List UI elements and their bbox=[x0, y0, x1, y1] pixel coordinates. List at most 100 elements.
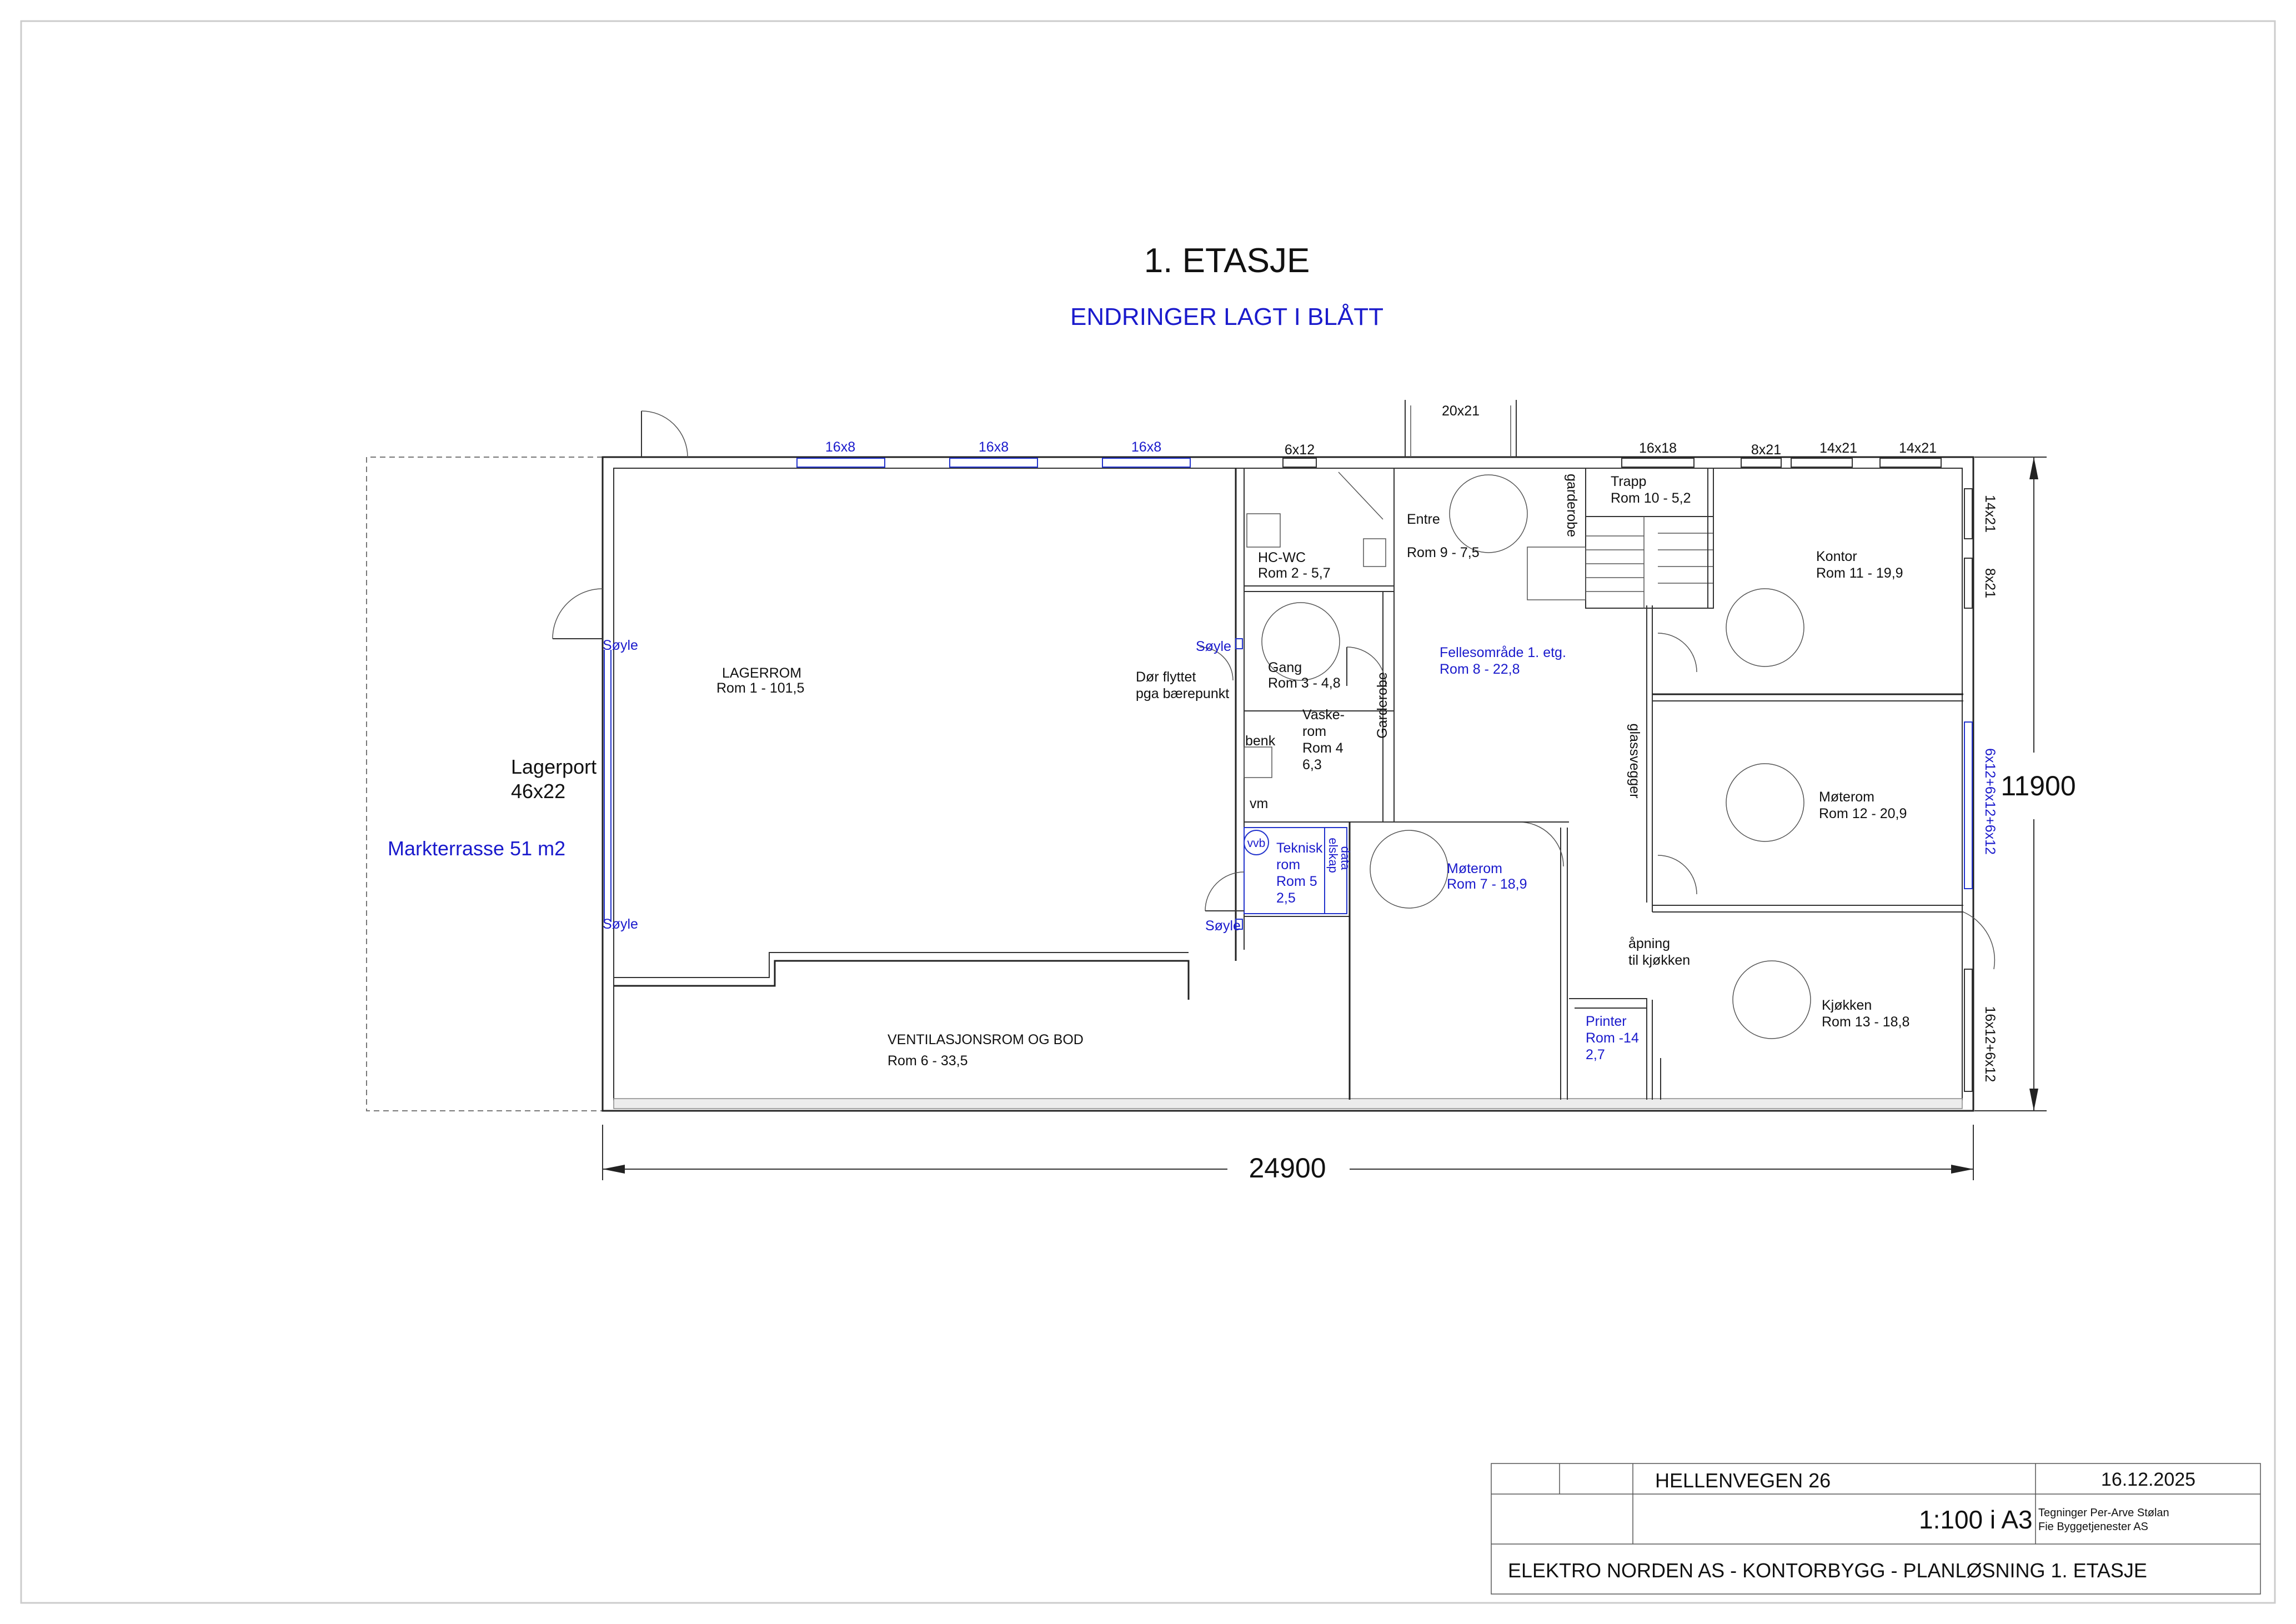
date: 16.12.2025 bbox=[2101, 1469, 2195, 1490]
room-number: Rom 5 bbox=[1276, 874, 1317, 889]
window-label: 8x21 bbox=[1751, 442, 1781, 458]
room-area: 2,5 bbox=[1276, 890, 1296, 906]
entrance-door bbox=[1405, 400, 1517, 457]
kitchen-unit bbox=[1527, 547, 1586, 600]
room-name: Vaske- bbox=[1302, 707, 1345, 723]
room-name: rom bbox=[1276, 857, 1300, 873]
sink-fixture bbox=[1363, 538, 1386, 567]
sink-fixture bbox=[1244, 746, 1272, 778]
right-windows: 14x21 8x21 6x12+6x12+6x12 16x12+6x12 bbox=[1964, 488, 1998, 1092]
room-name: Fellesområde 1. etg. bbox=[1440, 645, 1566, 660]
column-label: Søyle bbox=[1205, 918, 1241, 934]
room-name: Kontor bbox=[1816, 549, 1857, 564]
glassvegger-label: glassvegger bbox=[1627, 724, 1642, 799]
lagerport-label: Lagerport bbox=[511, 755, 596, 778]
room-area: Rom 11 - 19,9 bbox=[1816, 565, 1903, 581]
benk-label: benk bbox=[1245, 733, 1276, 749]
plan-notes: Dør flyttet pga bærepunkt benk vm Garder… bbox=[1136, 474, 1690, 968]
drawn-by: Tegninger Per-Arve Stølan bbox=[2038, 1507, 2169, 1519]
elskap-label: elskap bbox=[1326, 838, 1340, 873]
room-name: Trapp bbox=[1611, 474, 1646, 489]
lagerport bbox=[552, 588, 611, 922]
room-area: Rom 1 - 101,5 bbox=[716, 680, 804, 696]
door-swings bbox=[1199, 472, 1996, 970]
project-title: ELEKTRO NORDEN AS - KONTORBYGG - PLANLØS… bbox=[1508, 1559, 2147, 1582]
garderobe-label: Garderobe bbox=[1375, 672, 1390, 739]
terrace-label: Markterrasse 51 m2 bbox=[388, 837, 565, 860]
room-area: 2,7 bbox=[1586, 1047, 1605, 1062]
dimension-width: 24900 bbox=[602, 1125, 1974, 1184]
window-label: 8x21 bbox=[1982, 568, 1998, 598]
column-label: Søyle bbox=[603, 916, 638, 932]
room-area: Rom -14 bbox=[1586, 1030, 1639, 1046]
room-area: Rom 12 - 20,9 bbox=[1819, 806, 1907, 821]
window-label: 16x12+6x12 bbox=[1982, 1006, 1998, 1082]
room-area: Rom 6 - 33,5 bbox=[888, 1053, 968, 1069]
room-name: Møterom bbox=[1447, 861, 1502, 876]
room-labels: LAGERROM Rom 1 - 101,5 HC-WC Rom 2 - 5,7… bbox=[716, 474, 1909, 1069]
width-dimension: 24900 bbox=[1249, 1152, 1326, 1184]
vvb-label: vvb bbox=[1247, 837, 1266, 850]
page-title: 1. ETASJE bbox=[1144, 242, 1310, 280]
room-name: HC-WC bbox=[1258, 550, 1306, 565]
room-area: Rom 2 - 5,7 bbox=[1258, 565, 1331, 581]
window-label: 14x21 bbox=[1982, 495, 1998, 533]
room-area: Rom 13 - 18,8 bbox=[1822, 1014, 1909, 1030]
door-moved-note: pga bærepunkt bbox=[1136, 686, 1229, 701]
window-label: 16x8 bbox=[979, 439, 1009, 455]
door-swing bbox=[641, 410, 688, 458]
vm-label: vm bbox=[1250, 796, 1268, 811]
room-name: Teknisk bbox=[1276, 840, 1323, 856]
drawn-by: Fie Byggetjenester AS bbox=[2038, 1521, 2148, 1533]
furniture bbox=[1244, 474, 1811, 1039]
terrace: Lagerport 46x22 Markterrasse 51 m2 bbox=[366, 457, 603, 1111]
address: HELLENVEGEN 26 bbox=[1655, 1469, 1831, 1492]
lagerport-size: 46x22 bbox=[511, 780, 565, 803]
sheet-border bbox=[20, 20, 2276, 1604]
window-label: 14x21 bbox=[1819, 440, 1857, 456]
room-name: Printer bbox=[1586, 1014, 1627, 1029]
data-label: data bbox=[1339, 846, 1352, 871]
garderobe-label: garderobe bbox=[1564, 474, 1580, 537]
room-area: Rom 3 - 4,8 bbox=[1268, 675, 1341, 691]
room-area: Rom 10 - 5,2 bbox=[1611, 490, 1691, 506]
room-area: Rom 9 - 7,5 bbox=[1407, 545, 1480, 560]
room-name: Møterom bbox=[1819, 789, 1874, 805]
height-dimension: 11900 bbox=[2001, 770, 2076, 801]
room-name: VENTILASJONSROM OG BOD bbox=[888, 1032, 1084, 1047]
interior-walls bbox=[614, 468, 1963, 1100]
vvb-tank bbox=[1244, 830, 1269, 855]
room-area: Rom 8 - 22,8 bbox=[1440, 661, 1520, 677]
window-label: 6x12 bbox=[1285, 442, 1315, 458]
wc-fixture bbox=[1246, 513, 1281, 548]
window-label: 16x18 bbox=[1639, 440, 1677, 456]
exterior-walls bbox=[601, 456, 1974, 1112]
room-name: Kjøkken bbox=[1822, 998, 1872, 1013]
columns: Søyle Søyle Søyle Søyle bbox=[603, 638, 1243, 934]
foundation-strip bbox=[613, 1098, 1963, 1109]
room-number: Rom 4 bbox=[1302, 740, 1343, 756]
door-moved-note: Dør flyttet bbox=[1136, 669, 1196, 685]
room-area: 6,3 bbox=[1302, 757, 1322, 773]
room-name: LAGERROM bbox=[722, 665, 801, 681]
opening-note: til kjøkken bbox=[1628, 953, 1690, 968]
room-name: rom bbox=[1302, 724, 1326, 739]
window-label: 16x8 bbox=[1131, 439, 1161, 455]
room-area: Rom 7 - 18,9 bbox=[1447, 876, 1527, 892]
column-label: Søyle bbox=[603, 638, 638, 653]
room-name: Entre bbox=[1407, 512, 1440, 527]
room-name: Gang bbox=[1268, 660, 1302, 675]
window-label: 6x12+6x12+6x12 bbox=[1982, 748, 1998, 855]
dimension-height: 11900 bbox=[1974, 457, 2076, 1111]
window-label: 16x8 bbox=[825, 439, 855, 455]
title-block: HELLENVEGEN 26 16.12.2025 1:100 i A3 Teg… bbox=[1491, 1463, 2261, 1595]
window-label: 20x21 bbox=[1442, 403, 1480, 419]
opening-note: åpning bbox=[1628, 936, 1670, 951]
page-subtitle: ENDRINGER LAGT I BLÅTT bbox=[1070, 303, 1383, 330]
staircase bbox=[1585, 516, 1714, 609]
column-label: Søyle bbox=[1196, 639, 1231, 654]
window-label: 14x21 bbox=[1899, 440, 1937, 456]
top-windows: 16x8 16x8 16x8 6x12 20x21 16x18 8x21 14x… bbox=[796, 403, 1942, 468]
scale: 1:100 i A3 bbox=[1919, 1505, 2033, 1534]
